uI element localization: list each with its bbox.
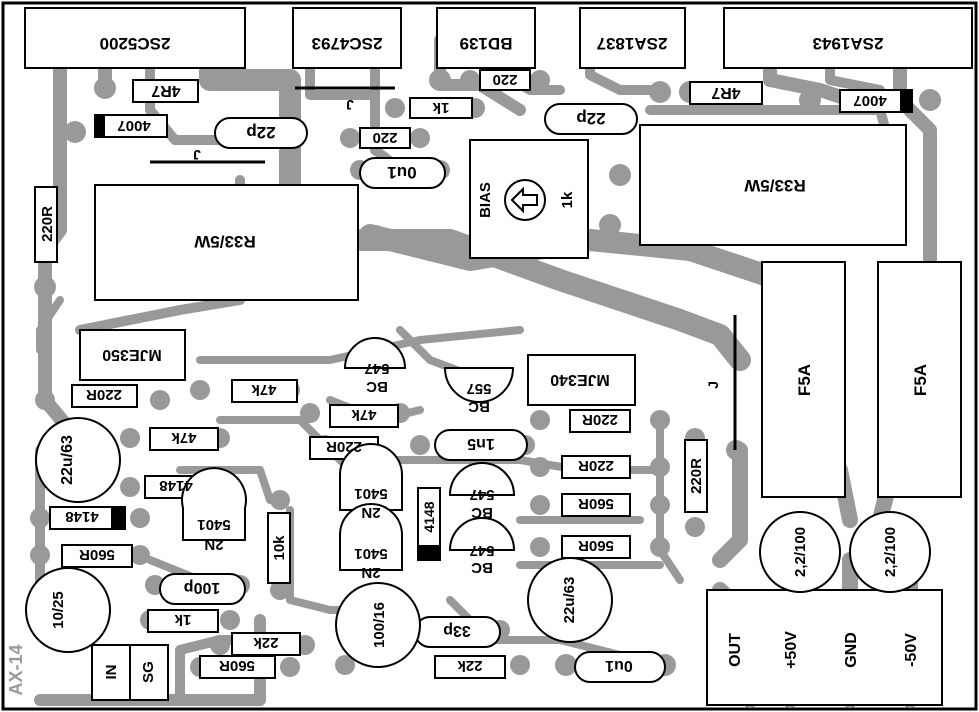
- label-4r7-right: 4R7: [711, 84, 740, 101]
- label-33p: 33p: [443, 622, 471, 639]
- label-22u63-left: 22u/63: [59, 435, 76, 485]
- label-2n5401-c-2: 5401: [354, 545, 387, 562]
- label-220r-b: 220R: [326, 438, 362, 455]
- label-2sa1837: 2SA1837: [597, 34, 668, 53]
- label-sg: SG: [140, 661, 157, 683]
- label-bias-1k: 1k: [559, 191, 576, 208]
- label-100-16: 100/16: [371, 602, 388, 648]
- label-2-2-100-b: 2,2/100: [882, 527, 899, 577]
- label-2sc4793: 2SC4793: [312, 34, 383, 53]
- label-220r-a: 220R: [86, 386, 122, 403]
- label-2n5401-c-1: 2N: [361, 564, 380, 581]
- board-label: AX-14: [6, 644, 26, 695]
- label-minus50: -50V: [903, 633, 920, 667]
- label-220r-vert-right: 220R: [688, 458, 705, 494]
- label-220r-d: 220R: [578, 457, 614, 474]
- label-bc547-c-2: 547: [469, 542, 494, 559]
- label-10k: 10k: [271, 535, 288, 561]
- label-0u1-bottom: 0u1: [605, 657, 633, 674]
- label-47k-a: 47k: [251, 381, 277, 398]
- label-in: IN: [103, 665, 120, 680]
- label-22k-b: 22k: [457, 657, 483, 674]
- label-plus50: +50V: [783, 631, 800, 669]
- jumper-wires: [150, 86, 737, 450]
- label-2n5401-a-1: 2N: [204, 536, 223, 553]
- label-2sc5200: 2SC5200: [100, 34, 171, 53]
- label-r33-right: R33/5W: [743, 176, 805, 195]
- bias-trimmer: [504, 179, 546, 221]
- label-4148-vert: 4148: [421, 501, 437, 532]
- label-bd139: BD139: [460, 34, 513, 53]
- component-outlines: [24, 7, 973, 706]
- label-220r-vert-left: 220R: [39, 206, 56, 242]
- label-560r-c: 560R: [79, 546, 115, 563]
- label-47k-b: 47k: [351, 406, 377, 423]
- to92-bodies: [181, 337, 516, 571]
- label-mje340: MJE340: [550, 371, 610, 388]
- label-0u1-top: 0u1: [387, 163, 416, 182]
- label-bc547-top-2: 547: [364, 360, 389, 377]
- label-2n5401-a-2: 5401: [197, 516, 230, 533]
- label-2sa1943: 2SA1943: [813, 34, 884, 53]
- label-r33-left: R33/5W: [193, 232, 255, 251]
- label-mje350: MJE350: [102, 346, 162, 363]
- label-gnd: GND: [843, 632, 860, 668]
- label-560r-a: 560R: [578, 495, 614, 512]
- label-jumper-a: J: [193, 147, 201, 163]
- label-100p: 100p: [184, 579, 221, 596]
- label-out: OUT: [727, 633, 744, 667]
- label-bc547-b-2: 547: [469, 486, 494, 503]
- label-22u63-right: 22u/63: [561, 577, 578, 624]
- label-bc547-c-1: BC: [471, 559, 493, 576]
- label-1k-top: 1k: [432, 99, 449, 116]
- label-2n5401-b-1: 2N: [361, 504, 380, 521]
- label-22p-right: 22p: [576, 109, 605, 128]
- label-4148-b: 4148: [65, 508, 98, 525]
- label-220r-c: 220R: [582, 411, 618, 428]
- label-22k-a: 22k: [253, 634, 279, 651]
- label-bias: BIAS: [477, 182, 494, 218]
- label-bc547-b-1: BC: [471, 504, 493, 521]
- label-22p-left: 22p: [246, 123, 275, 142]
- label-4007-left: 4007: [117, 117, 150, 134]
- label-bc557-2: 557: [466, 380, 491, 397]
- label-2-2-100-a: 2,2/100: [792, 527, 809, 577]
- label-4148-a: 4148: [159, 477, 192, 494]
- label-f5a-b: F5A: [911, 364, 930, 396]
- label-4007-right: 4007: [853, 92, 886, 109]
- label-1k-bottom: 1k: [174, 611, 191, 628]
- label-bc547-top-1: BC: [366, 378, 388, 395]
- label-4r7-left: 4R7: [151, 82, 180, 99]
- label-bc557-1: BC: [468, 398, 490, 415]
- passive-bodies: [34, 69, 913, 679]
- label-560r-b: 560R: [578, 537, 614, 554]
- label-47k-c: 47k: [171, 429, 197, 446]
- label-220-top: 220: [492, 71, 517, 88]
- label-f5a-a: F5A: [795, 364, 814, 396]
- capacitor-bodies: [25, 103, 931, 683]
- label-10-25: 10/25: [50, 591, 67, 629]
- label-2n5401-b-2: 5401: [354, 485, 387, 502]
- text-labels: 2SC5200 2SC4793 BD139 2SA1837 2SA1943 4R…: [6, 34, 930, 696]
- label-220-mid: 220: [372, 129, 397, 146]
- label-560r-d: 560R: [219, 657, 255, 674]
- label-jumper-b: J: [346, 97, 354, 113]
- label-1n5: 1n5: [467, 435, 495, 452]
- label-jumper-c: J: [705, 381, 721, 389]
